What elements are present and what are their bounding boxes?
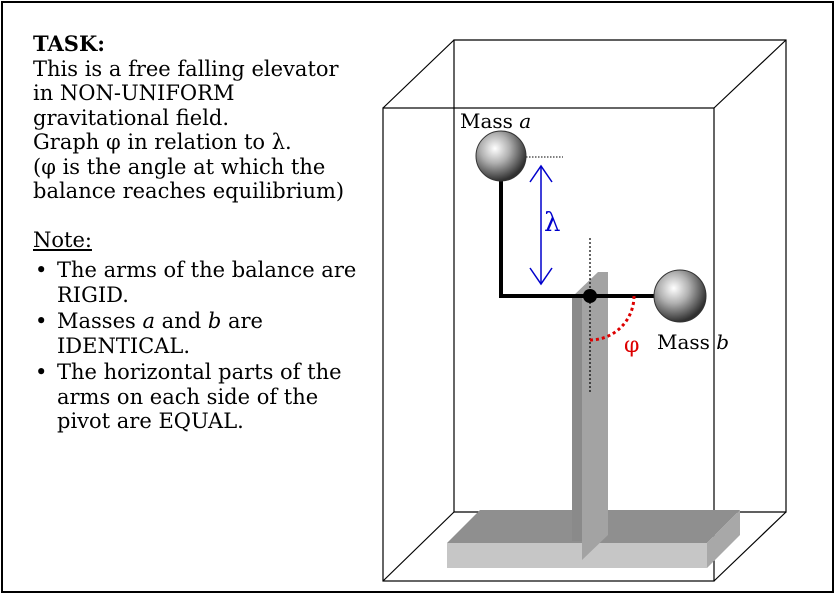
mass-b-ball: [653, 269, 707, 323]
task-line-1: This is a free falling elevator: [33, 56, 339, 81]
note-bullet-3-line-2: arms on each side of the: [57, 384, 319, 409]
balance-arm: [499, 156, 677, 298]
note-bullet-2: Masses a and b are IDENTICAL.: [33, 309, 383, 358]
note-bullet-2-var-b: b: [207, 309, 222, 333]
note-bullet-2-var-a: a: [142, 309, 155, 333]
note-bullet-2-text-are: are: [221, 309, 263, 333]
lambda-arrow-head-bottom: [529, 267, 553, 286]
task-line-2: in NON-UNIFORM: [33, 81, 235, 105]
note-bullet-2-text-a: Masses: [57, 309, 143, 333]
mass-b-label: Mass b: [657, 330, 729, 354]
lambda-arrow-head-top: [529, 164, 553, 183]
mass-a-label: Mass a: [460, 109, 531, 133]
lambda-label: λ: [544, 208, 560, 238]
pivot-point: [583, 289, 597, 303]
base-front-face: [447, 543, 707, 568]
lambda-arrow: [529, 164, 553, 286]
task-line-6: balance reaches equilibrium): [33, 179, 345, 203]
note-bullet-2-line-2: IDENTICAL.: [57, 333, 190, 358]
stand-front-face: [572, 297, 582, 541]
note-bullet-2-line-1: Masses a and b are: [57, 309, 383, 334]
elevator-box: [382, 39, 787, 582]
note-bullet-2-text-and: and: [155, 309, 208, 333]
note-bullet-3-line-1: The horizontal parts of the: [57, 360, 342, 384]
task-line-4: Graph φ in relation to λ.: [33, 130, 292, 154]
task-panel: TASK: This is a free falling elevator in…: [33, 31, 383, 436]
task-line-3: gravitational field.: [33, 105, 230, 130]
note-bullet-1-line-1: The arms of the balance are: [57, 258, 357, 282]
base-side-face: [707, 510, 740, 568]
pivot-stand: [572, 272, 608, 560]
task-line-5: (φ is the angle at which the: [33, 154, 326, 179]
elevator-edge-bottom-right: [713, 511, 787, 582]
note-bullet-1-line-2: RIGID.: [57, 282, 129, 307]
elevator-front-face: [382, 107, 715, 582]
note-heading: Note:: [33, 227, 92, 252]
note-bullet-3: The horizontal parts of the arms on each…: [33, 360, 383, 434]
phi-arc: [589, 295, 636, 342]
elevator-edge-bottom-left: [382, 511, 455, 582]
phi-label: φ: [624, 333, 639, 358]
note-bullet-1: The arms of the balance are RIGID.: [33, 258, 383, 307]
note-bullet-3-line-3: pivot are EQUAL.: [57, 409, 244, 433]
elevator-edge-top-right: [713, 39, 787, 109]
mass-a-ball: [475, 130, 527, 182]
task-title: TASK:: [33, 31, 105, 56]
note-list: The arms of the balance are RIGID. Masse…: [33, 258, 383, 434]
elevator-edge-top-left: [382, 39, 455, 109]
stand-side-face: [572, 272, 608, 560]
